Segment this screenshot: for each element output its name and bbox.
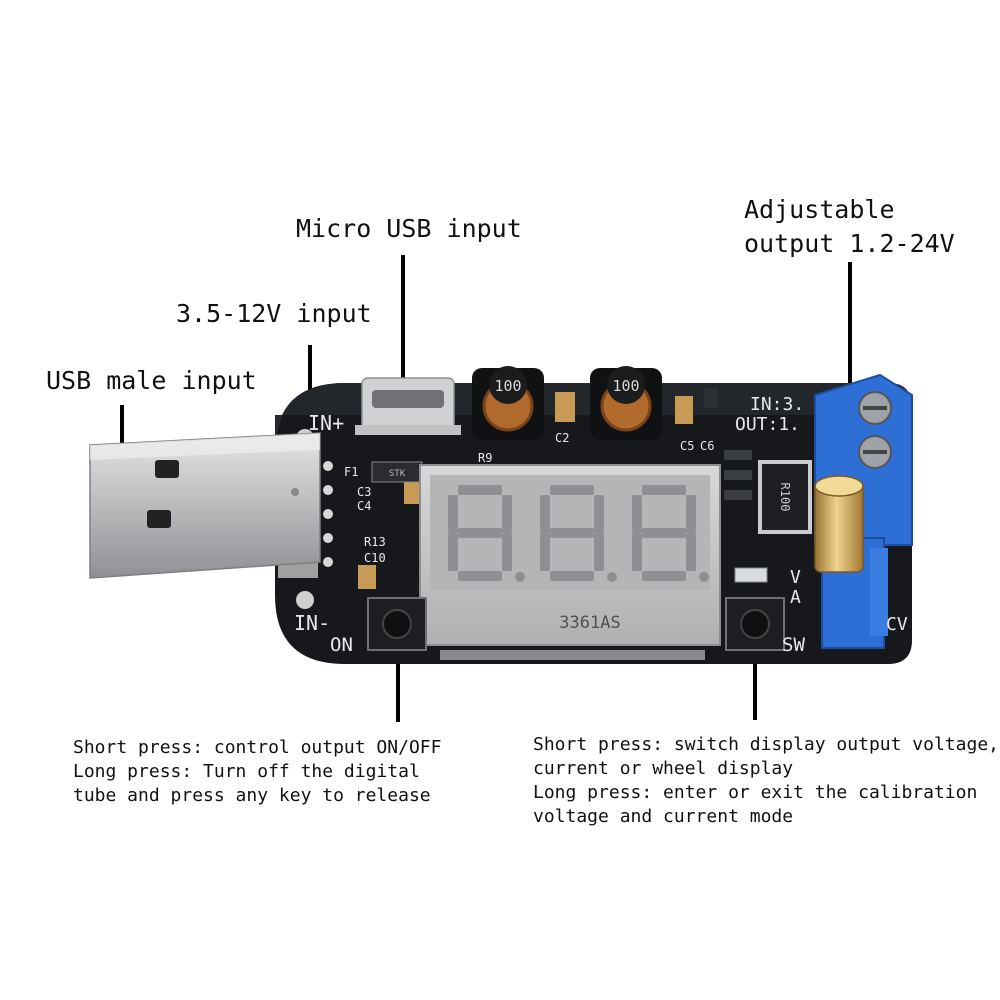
callout-micro-usb-input: Micro USB input	[296, 214, 522, 243]
silk-cv: CV	[886, 614, 908, 635]
callout-on-button-line-3: tube and press any key to release	[73, 785, 431, 806]
digit-2-segment	[550, 528, 594, 538]
callout-dc-input: 3.5-12V input	[176, 299, 372, 328]
digit-3-segment	[632, 495, 642, 533]
silk-c3: C3	[357, 485, 371, 499]
capacitor-c2	[555, 392, 575, 422]
digit-1-segment	[502, 533, 512, 571]
silk-r13: R13	[364, 535, 386, 549]
inductor-2: 100	[590, 366, 662, 440]
digit-1-segment	[448, 495, 458, 533]
silk-c2: C2	[555, 431, 569, 445]
brass-adjust-screw	[814, 475, 864, 573]
callout-adjustable-title: Adjustable	[744, 195, 895, 224]
digit-3-decimal-point	[699, 572, 709, 582]
callout-on-button-line-2: Long press: Turn off the digital	[73, 761, 420, 782]
digit-1-decimal-point	[515, 572, 525, 582]
silk-sw: SW	[782, 634, 805, 656]
inductor-1-marking: 100	[494, 377, 521, 395]
digit-3-segment	[686, 495, 696, 533]
digit-2-segment	[550, 485, 594, 495]
digit-3-segment	[632, 533, 642, 571]
capacitor-c10	[358, 565, 376, 589]
digit-1-segment	[502, 495, 512, 533]
usb-male-connector	[89, 432, 321, 579]
digit-2-segment	[594, 495, 604, 533]
callout-adjustable-range: output 1.2-24V	[744, 229, 955, 258]
digit-3-segment	[642, 528, 686, 538]
digit-3-segment	[642, 571, 686, 581]
silk-r9: R9	[478, 451, 492, 465]
capacitor-c3	[404, 482, 420, 504]
svg-text:STK: STK	[389, 469, 406, 479]
silk-c6: C6	[700, 439, 714, 453]
silk-in-plus: IN+	[308, 411, 344, 435]
svg-text:R100: R100	[778, 483, 792, 512]
callout-sw-button-line-4: voltage and current mode	[533, 806, 794, 827]
silk-in-readout: IN:3.	[750, 394, 804, 415]
digit-2-segment	[550, 571, 594, 581]
display-digits	[448, 485, 709, 582]
digit-1-segment	[458, 485, 502, 495]
capacitor-c5	[675, 396, 693, 424]
digit-2-segment	[540, 533, 550, 571]
digit-2-segment	[540, 495, 550, 533]
silkscreen-labels: IN+ IN- ON SW IN:3. OUT:1. V A CV F1 C3 …	[294, 394, 908, 656]
micro-usb-port	[355, 377, 461, 435]
digit-2-decimal-point	[607, 572, 617, 582]
display-model-label: 3361AS	[559, 613, 620, 633]
on-button[interactable]	[367, 597, 427, 651]
silk-v: V	[790, 567, 801, 588]
seven-segment-display: 3361AS	[419, 464, 721, 660]
callout-usb-male-input: USB male input	[46, 366, 257, 395]
callout-sw-button-line-2: current or wheel display	[533, 758, 794, 779]
chip-stk: STK	[371, 461, 423, 483]
digit-2-segment	[594, 533, 604, 571]
silk-a: A	[790, 587, 801, 608]
silk-c10: C10	[364, 551, 386, 565]
callout-sw-button-line-3: Long press: enter or exit the calibratio…	[533, 782, 978, 803]
silk-in-minus: IN-	[294, 611, 330, 635]
digit-1-segment	[458, 528, 502, 538]
silk-f1: F1	[344, 465, 358, 479]
led-indicator	[734, 567, 768, 583]
callout-sw-button-line-1: Short press: switch display output volta…	[533, 734, 999, 755]
silk-out-readout: OUT:1.	[735, 414, 800, 435]
inductor-2-marking: 100	[612, 377, 639, 395]
digit-3-segment	[642, 485, 686, 495]
shunt-resistor: R100	[758, 460, 812, 534]
digit-1-segment	[448, 533, 458, 571]
callout-on-button-line-1: Short press: control output ON/OFF	[73, 737, 442, 758]
inductor-1: 100	[472, 366, 544, 440]
silk-c5: C5	[680, 439, 694, 453]
sw-button[interactable]	[725, 597, 785, 651]
digit-3-segment	[686, 533, 696, 571]
silk-on: ON	[330, 634, 353, 656]
trimmer-potentiometer	[821, 537, 888, 649]
silk-c4: C4	[357, 499, 371, 513]
digit-1-segment	[458, 571, 502, 581]
